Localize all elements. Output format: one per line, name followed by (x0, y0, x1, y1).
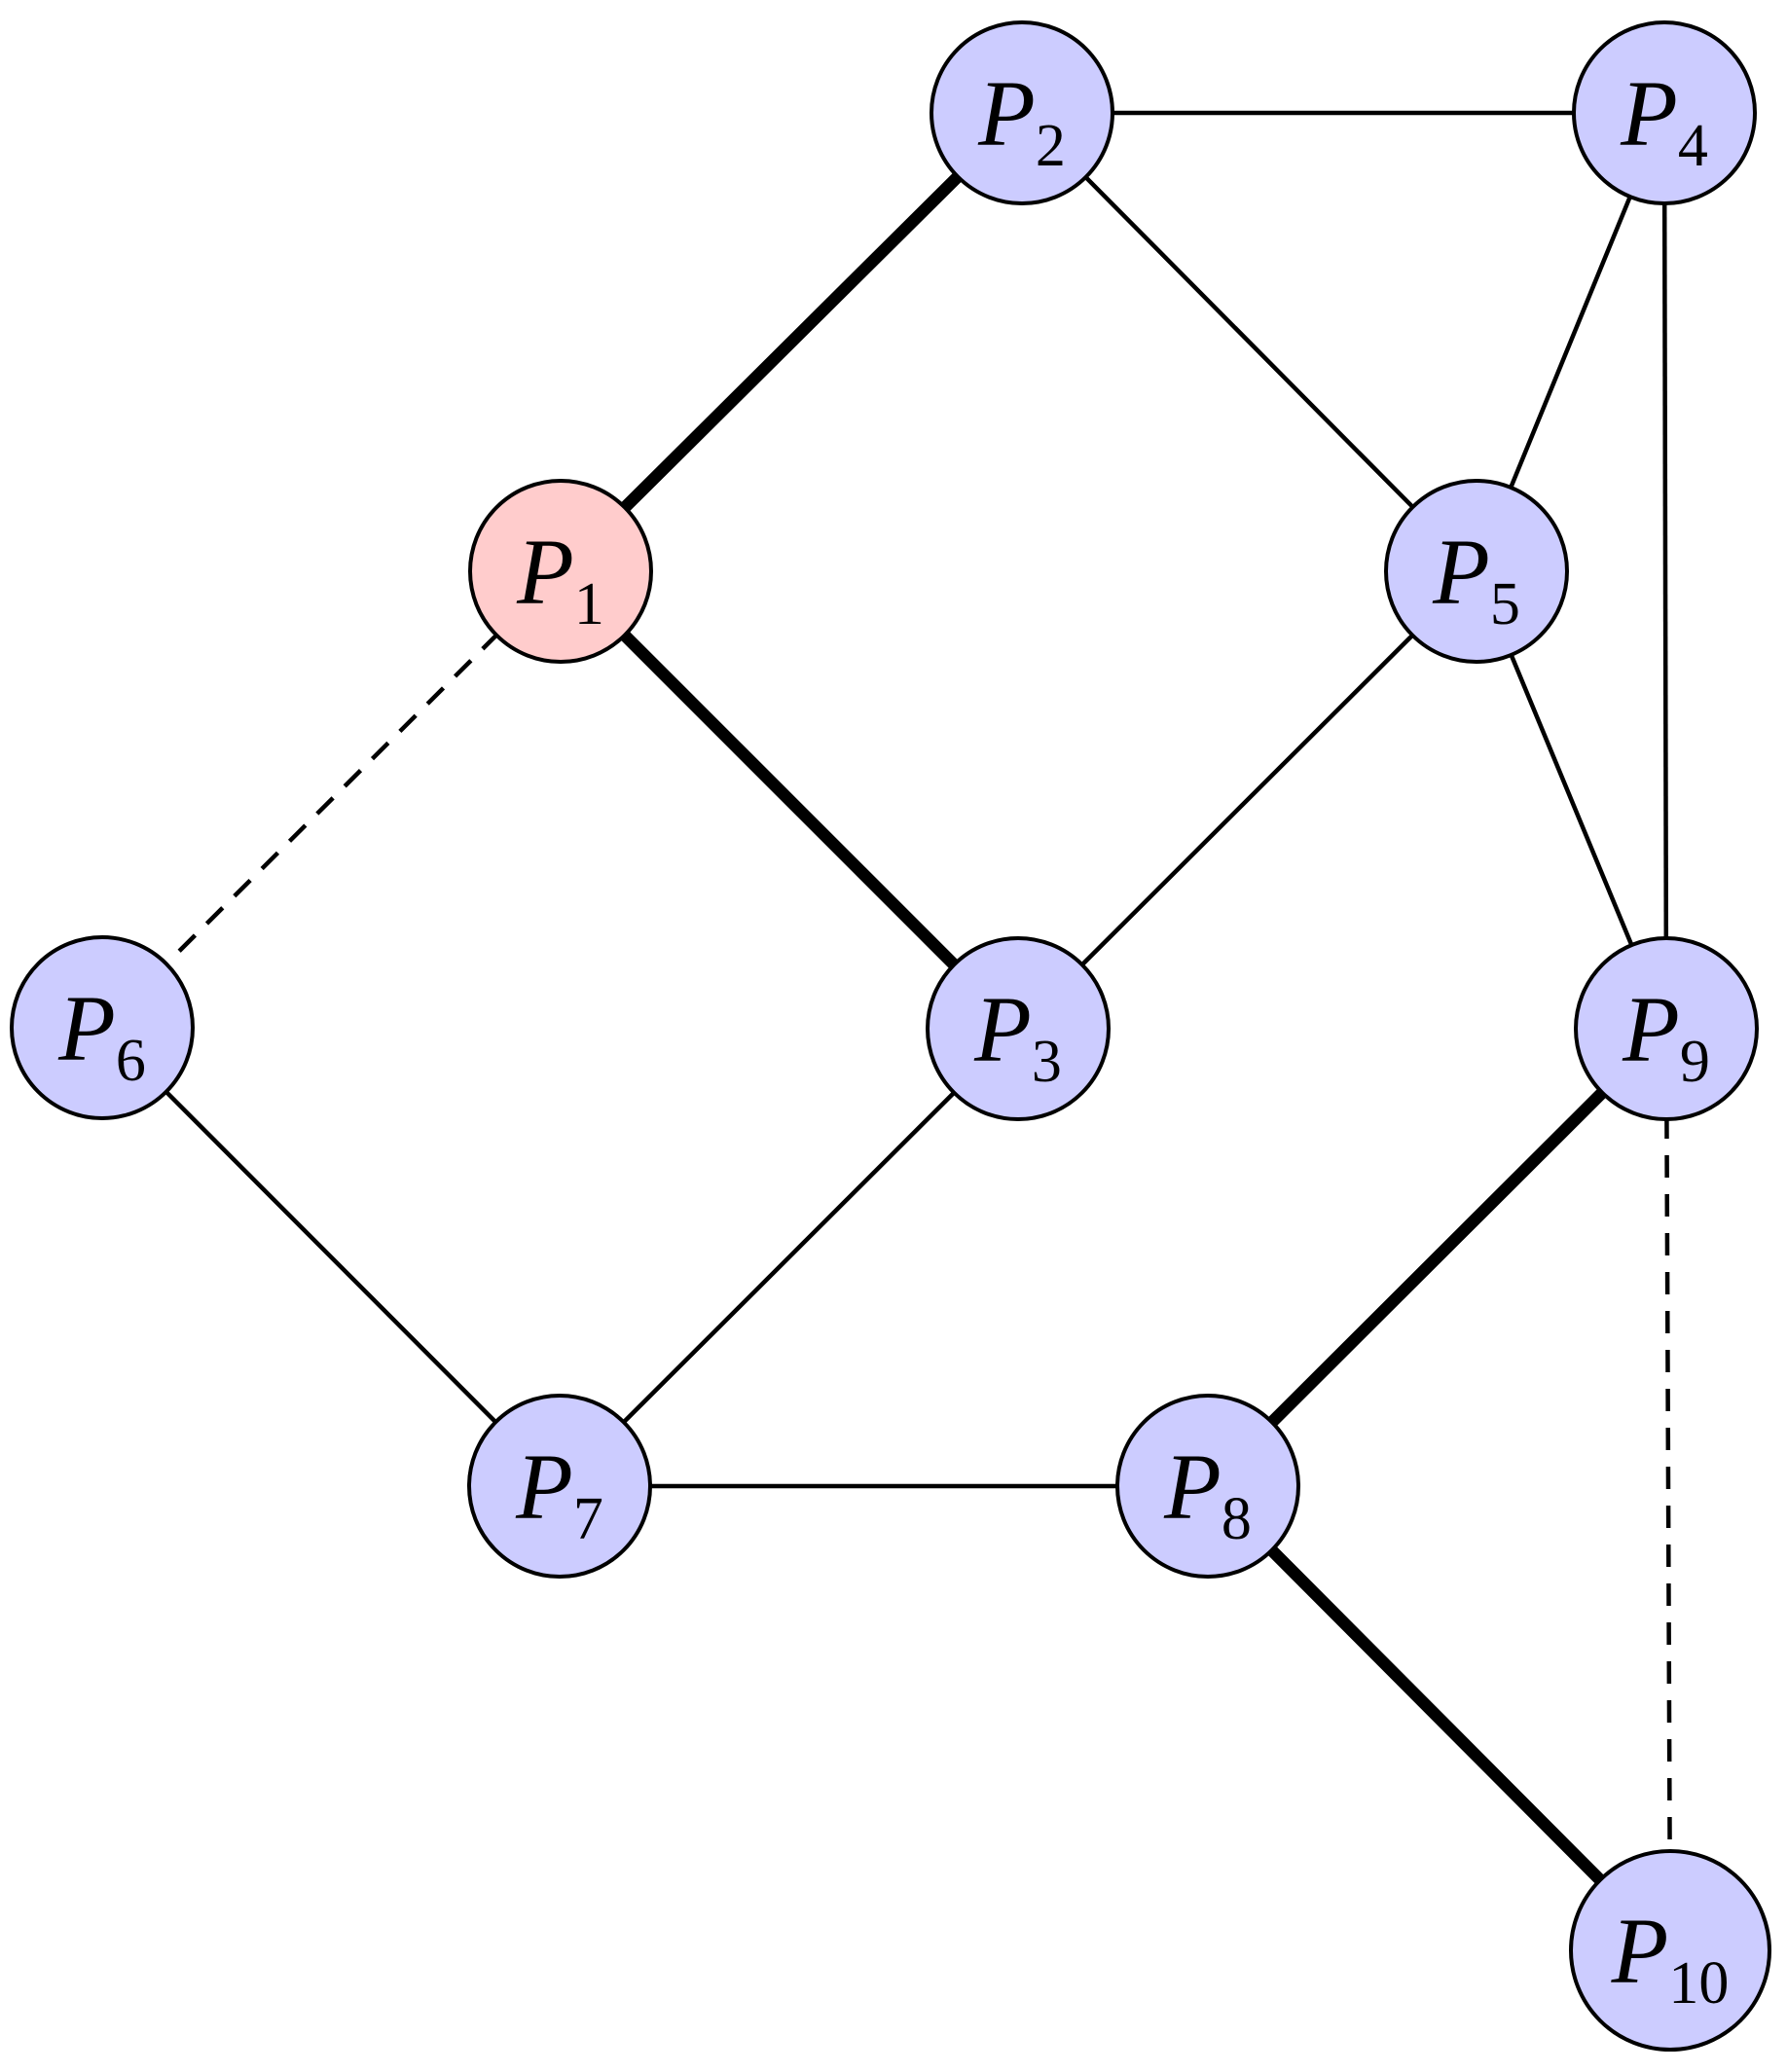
graph-node-P10: P10 (1569, 1849, 1771, 2052)
graph-node-P5: P5 (1384, 479, 1569, 664)
graph-node-P2: P2 (930, 20, 1114, 205)
graph-node-P1: P1 (468, 479, 653, 664)
node-circle-P8 (1115, 1394, 1300, 1579)
edge-P3-P5 (1078, 632, 1416, 968)
node-circle-P9 (1574, 936, 1759, 1121)
graph-node-P8: P8 (1115, 1394, 1300, 1579)
node-circle-P5 (1384, 479, 1569, 664)
node-label-P1: P1 (516, 520, 604, 637)
highlighted-node-circle-P1 (468, 479, 653, 664)
node-circle-P3 (926, 936, 1111, 1121)
edge-P1-P6 (163, 631, 500, 968)
node-circle-P10 (1569, 1849, 1771, 2052)
node-label-P4: P4 (1620, 61, 1708, 179)
node-circle-P4 (1572, 20, 1757, 205)
edge-P4-P5 (1508, 193, 1633, 491)
edge-P9-P10 (1664, 1115, 1672, 1855)
graph-node-P3: P3 (926, 936, 1111, 1121)
edge-P6-P7 (163, 1088, 499, 1426)
node-circle-P2 (930, 20, 1114, 205)
node-label-P6: P6 (57, 976, 146, 1094)
edge-P2-P5 (1081, 173, 1417, 511)
node-circle-P6 (10, 935, 195, 1120)
edge-P8-P9 (1265, 1086, 1609, 1429)
edge-P1-P2 (618, 169, 965, 515)
edge-P5-P9 (1508, 651, 1635, 949)
graph-node-P6: P6 (10, 935, 195, 1120)
node-label-P5: P5 (1432, 520, 1520, 637)
edge-P1-P3 (618, 629, 961, 971)
node-circle-P7 (467, 1394, 652, 1579)
graph-node-P9: P9 (1574, 936, 1759, 1121)
node-label-P8: P8 (1163, 1435, 1252, 1552)
edge-P8-P10 (1265, 1544, 1607, 1887)
edge-layer (163, 110, 1672, 1887)
edge-P3-P7 (620, 1089, 958, 1426)
edge-P4-P9 (1661, 200, 1669, 942)
node-label-P9: P9 (1622, 977, 1710, 1095)
graph-node-P4: P4 (1572, 20, 1757, 205)
graph-node-P7: P7 (467, 1394, 652, 1579)
node-label-P7: P7 (515, 1435, 603, 1552)
node-label-P2: P2 (977, 61, 1066, 179)
node-label-P3: P3 (973, 977, 1062, 1095)
node-label-P10: P10 (1611, 1899, 1730, 2017)
